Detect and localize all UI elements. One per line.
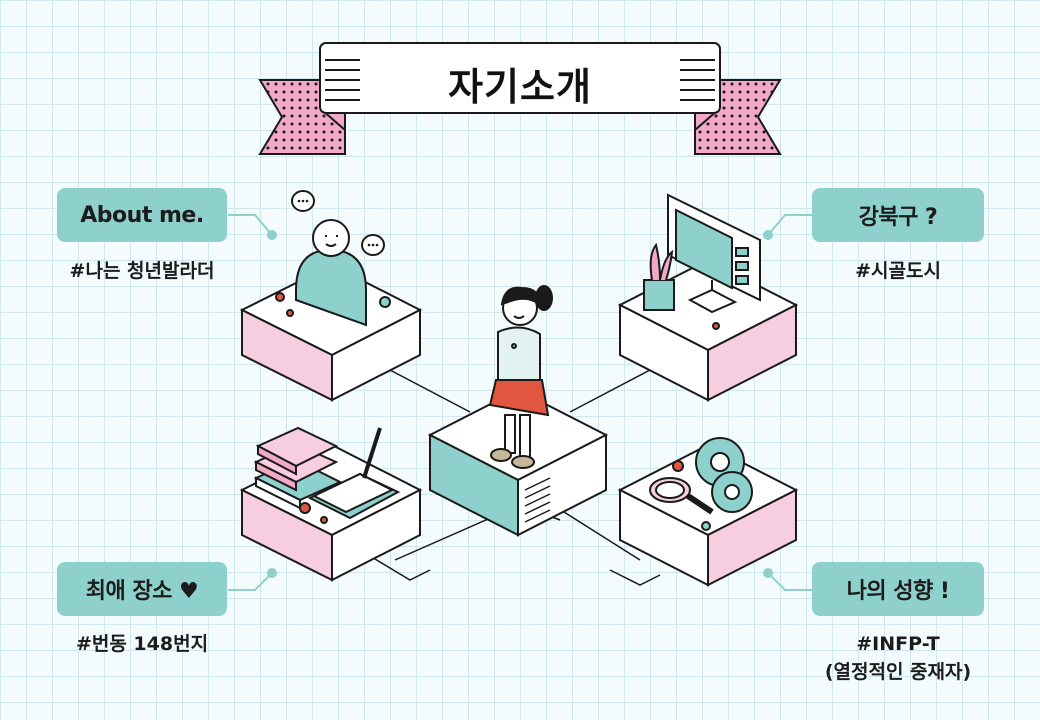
tag-personality-type: #INFP-T — [856, 633, 940, 655]
block-bottom-left — [239, 426, 423, 582]
person-icon — [312, 219, 350, 257]
magnifier-icon — [649, 477, 714, 515]
monitor-icon — [667, 193, 761, 314]
plant-icon — [643, 242, 675, 311]
block-bottom-right — [617, 437, 799, 587]
block-top-right — [617, 193, 799, 402]
girl-figure-icon — [488, 285, 553, 469]
title-ribbon — [258, 42, 782, 155]
books-icon — [253, 426, 343, 510]
label-gangbuk: 강북구 ? — [812, 188, 984, 242]
gear-icon — [695, 437, 753, 513]
leader-lines — [228, 214, 812, 591]
pencil-icon — [362, 427, 382, 479]
block-center — [427, 388, 609, 537]
label-favorite-place: 최애 장소 ♥ — [57, 562, 227, 616]
tag-about-me: #나는 청년발라더 — [69, 260, 215, 282]
label-about-me: About me. — [57, 188, 227, 242]
block-top-left — [239, 190, 423, 402]
tag-personality-desc: (열정적인 중재자) — [824, 661, 972, 683]
page-title: 자기소개 — [448, 64, 592, 109]
tag-favorite-place: #번동 148번지 — [75, 633, 209, 655]
tag-gangbuk: #시골도시 — [855, 260, 941, 282]
label-personality: 나의 성향 ! — [812, 562, 984, 616]
